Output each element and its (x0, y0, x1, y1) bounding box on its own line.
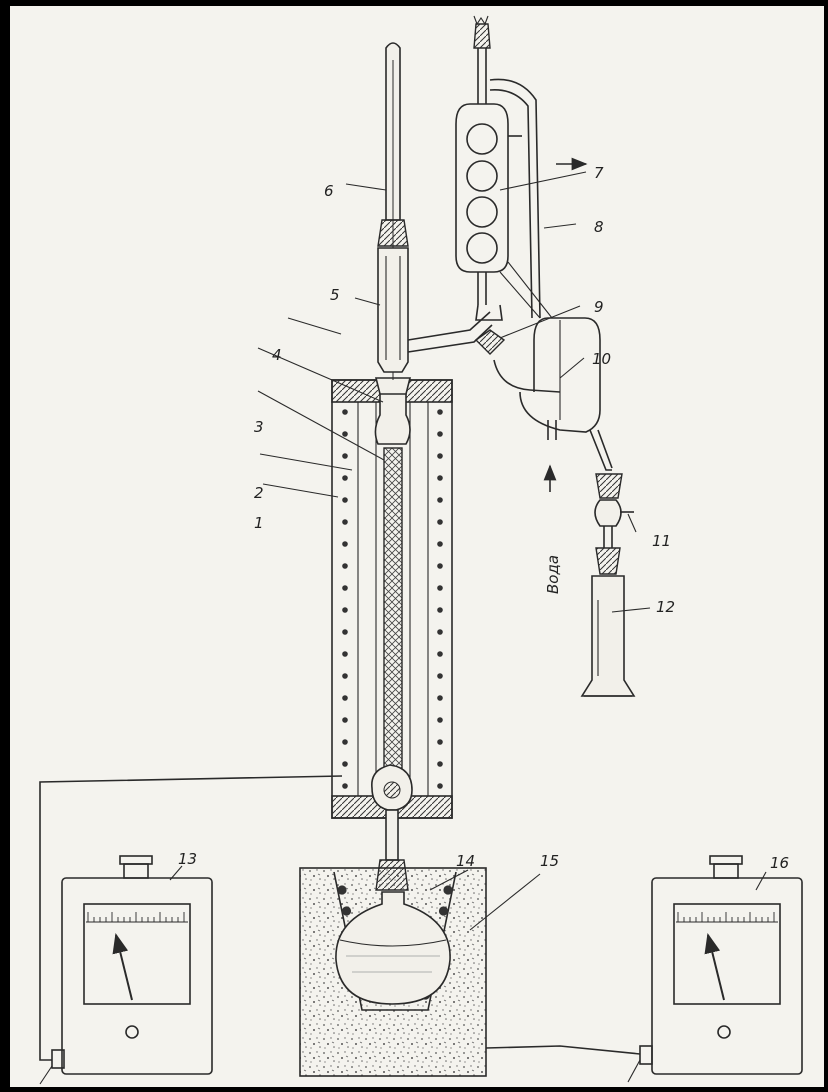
stopcock (474, 304, 506, 355)
bulb-condenser (455, 15, 553, 319)
adapter (594, 473, 634, 575)
label-9: 9 (594, 298, 604, 316)
round-bottom-flask (335, 891, 451, 1005)
label-11: 11 (652, 532, 671, 550)
water-label: Вода (544, 555, 562, 594)
label-3: 3 (254, 418, 264, 436)
leader-lines (169, 171, 767, 931)
label-8: 8 (594, 218, 604, 236)
label-16: 16 (770, 854, 789, 872)
label-15: 15 (540, 852, 559, 870)
label-14: 14 (456, 852, 475, 870)
heating-coil-left (342, 409, 348, 789)
label-1: 1 (254, 514, 264, 532)
temperature-meter-left (51, 855, 213, 1075)
temperature-meter-right (639, 855, 803, 1075)
label-10: 10 (592, 350, 611, 368)
heating-coil-right (437, 409, 443, 789)
thermometer (377, 42, 409, 380)
label-2: 2 (254, 484, 264, 502)
label-6: 6 (324, 182, 334, 200)
label-7: 7 (594, 164, 604, 182)
separator-vessel (493, 317, 613, 471)
label-12: 12 (656, 598, 675, 616)
label-5: 5 (330, 286, 340, 304)
graduated-cylinder (580, 575, 636, 697)
label-13: 13 (178, 850, 197, 868)
wires (39, 775, 641, 1085)
label-4: 4 (272, 346, 282, 364)
